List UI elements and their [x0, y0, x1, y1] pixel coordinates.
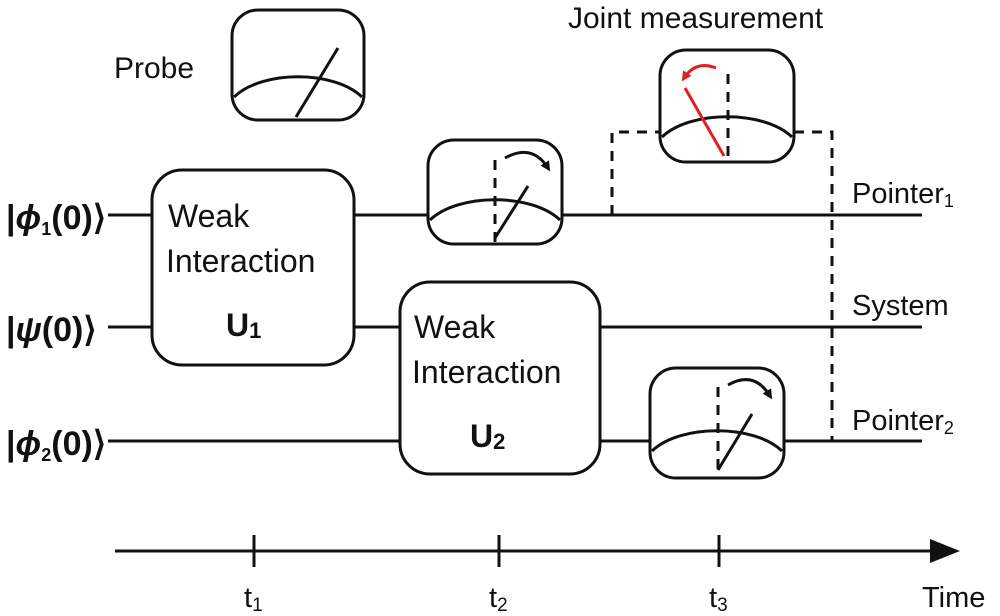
time-axis [115, 535, 960, 567]
t3-label: t3 [709, 582, 728, 616]
probe-meter-icon [230, 8, 366, 122]
u1-line1: Weak [168, 198, 250, 234]
weak-interaction-u1-box: Weak Interaction U1 [150, 168, 356, 367]
svg-text:|ψ(0)⟩: |ψ(0)⟩ [6, 311, 97, 349]
joint-measurement-label: Joint measurement [568, 2, 824, 35]
input-phi1-ket: |ϕ1(0)⟩ [6, 199, 106, 239]
pointer1-meter-icon [426, 138, 564, 246]
u2-line1: Weak [414, 309, 496, 345]
u1-line2: Interaction [166, 243, 315, 279]
joint-measurement-connector [610, 130, 834, 441]
pointer2-output-label: Pointer2 [852, 405, 954, 438]
u2-operator: U2 [470, 418, 505, 454]
input-psi-ket: |ψ(0)⟩ [6, 311, 97, 349]
time-axis-arrowhead [930, 539, 960, 563]
weak-interaction-u2-box: Weak Interaction U2 [398, 280, 602, 476]
probe-label: Probe [114, 52, 194, 85]
system-output-label: System [852, 290, 949, 322]
t1-label: t1 [244, 582, 263, 616]
u2-line2: Interaction [412, 354, 561, 390]
svg-text:|ϕ2(0)⟩: |ϕ2(0)⟩ [6, 425, 106, 465]
pointer1-output-label: Pointer1 [852, 178, 954, 211]
pointer2-meter-icon [648, 366, 786, 480]
input-phi2-ket: |ϕ2(0)⟩ [6, 425, 106, 465]
joint-measurement-meter-icon [658, 48, 796, 164]
time-axis-label: Time [922, 582, 985, 614]
t2-label: t2 [489, 582, 508, 616]
u1-operator: U1 [226, 307, 261, 343]
svg-text:|ϕ1(0)⟩: |ϕ1(0)⟩ [6, 199, 106, 239]
